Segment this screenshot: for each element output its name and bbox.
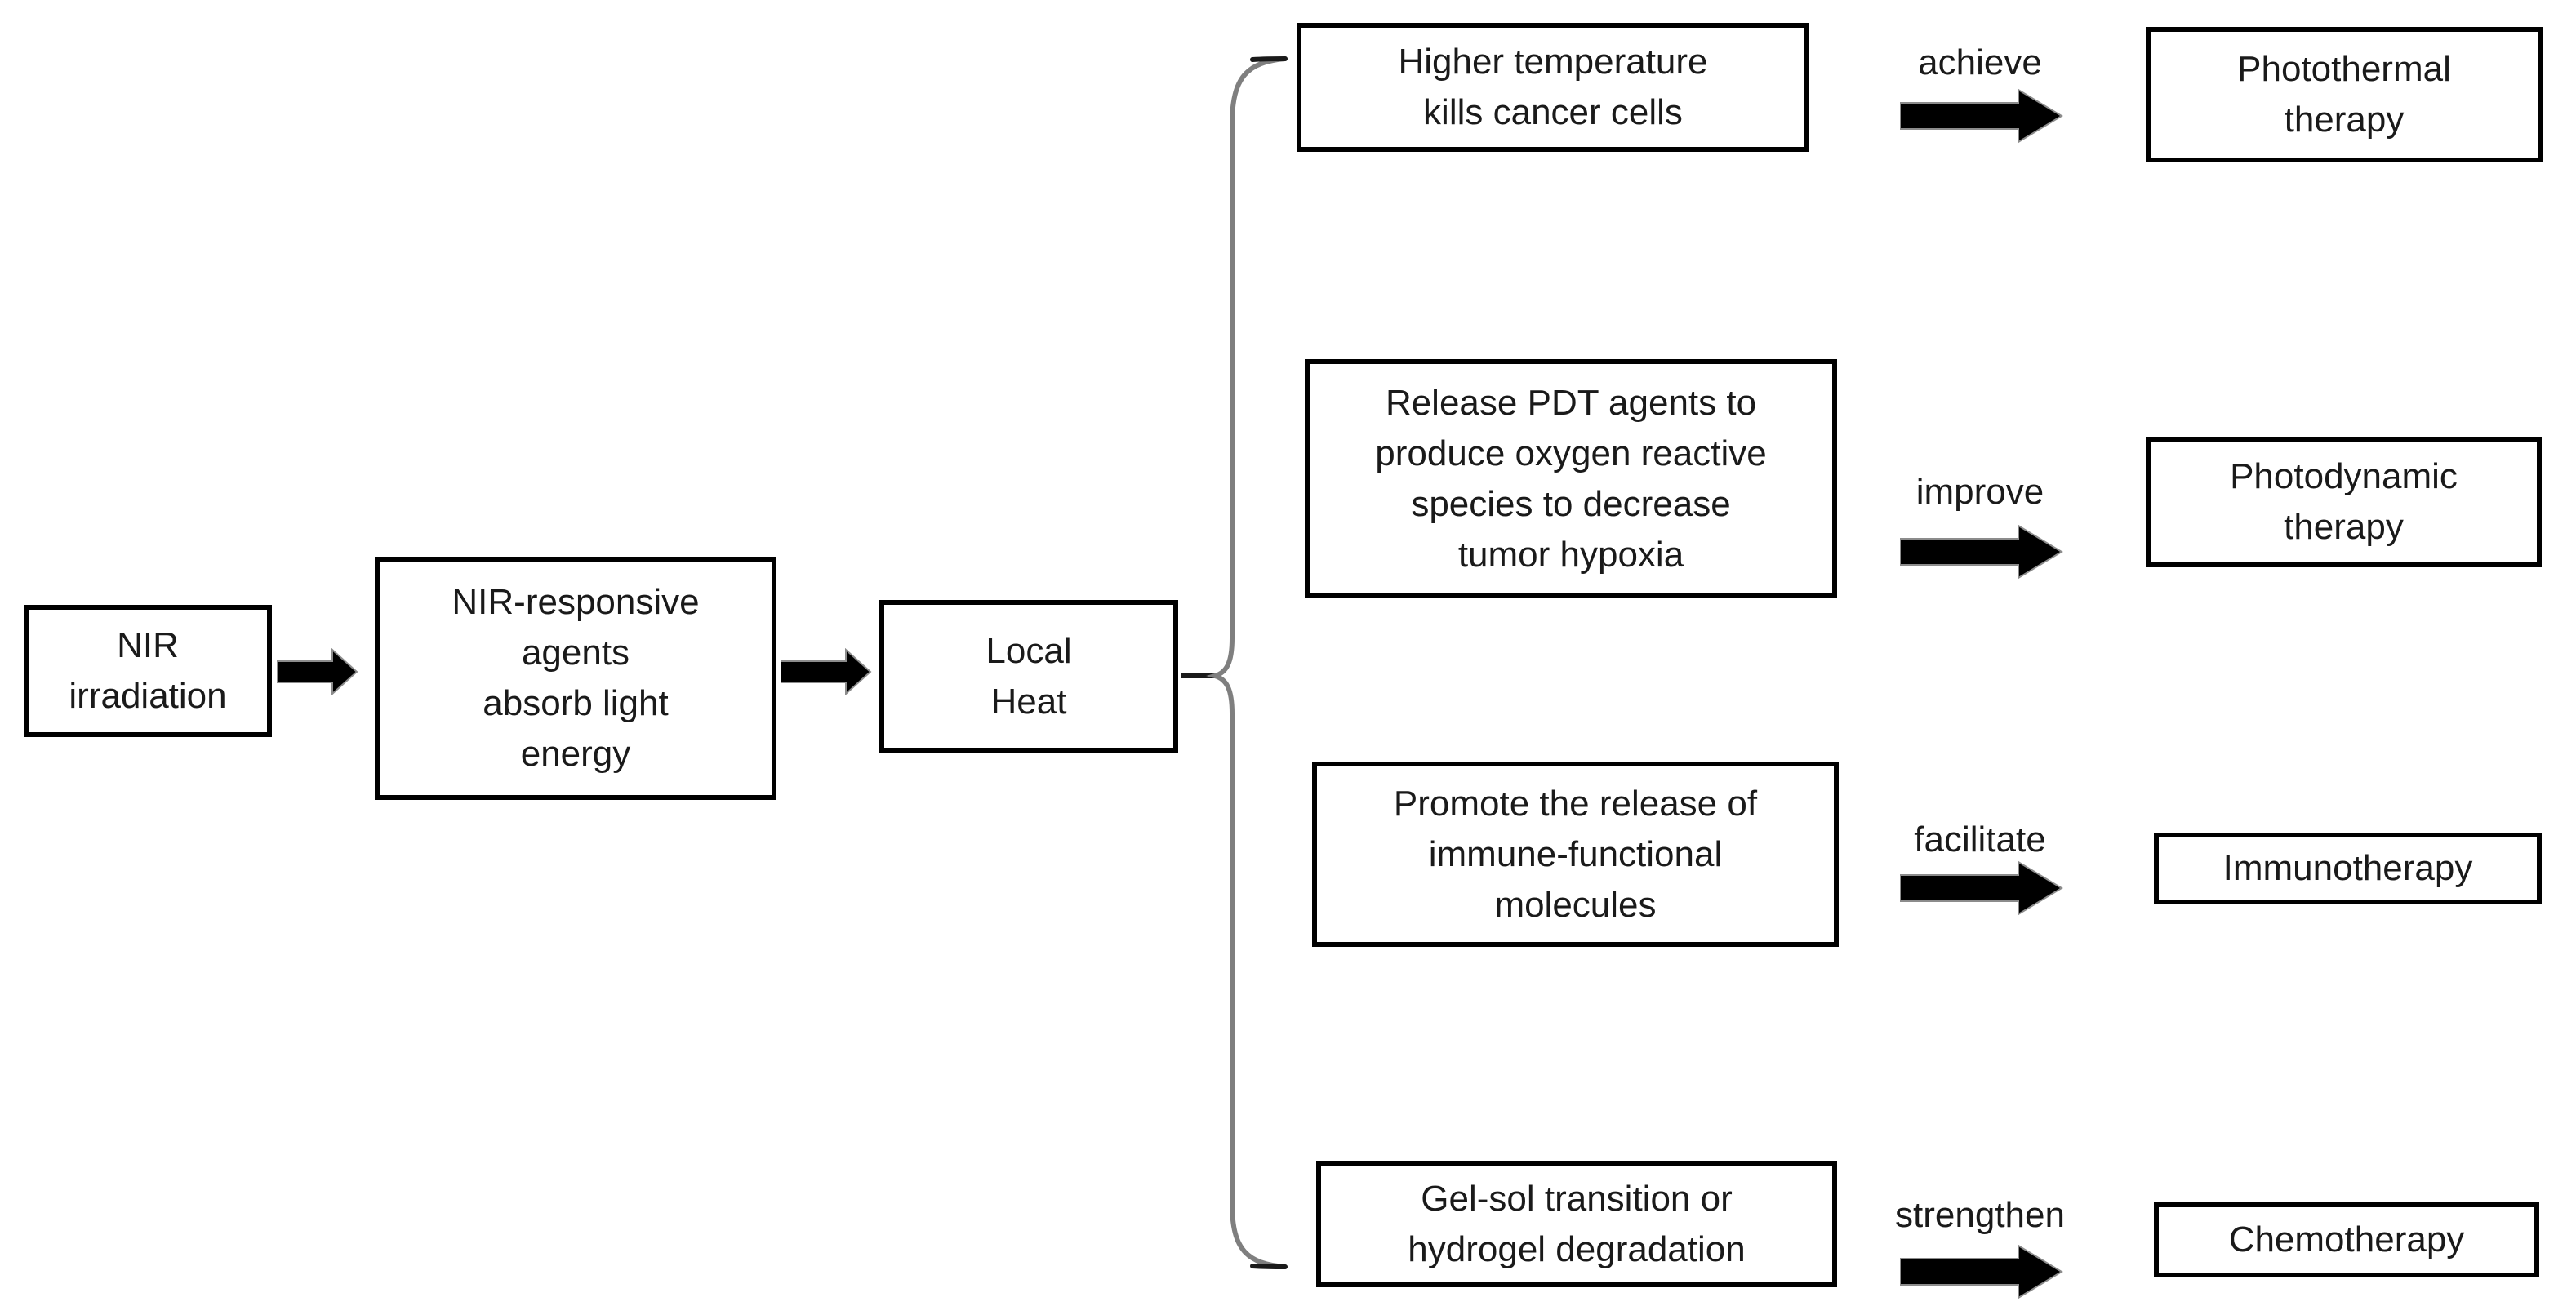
mechanism-box-immunotherapy: Promote the release of immune-functional… xyxy=(1312,762,1839,947)
therapy-box-photodynamic: Photodynamic therapy xyxy=(2146,437,2542,567)
right-arrow-icon xyxy=(1900,860,2063,916)
local-heat-box: Local Heat xyxy=(879,600,1178,753)
nir-responsive-agents-box: NIR-responsive agents absorb light energ… xyxy=(375,557,776,800)
verb-label-strengthen: strengthen xyxy=(1895,1195,2065,1235)
right-arrow-icon xyxy=(1900,524,2063,580)
right-arrow-icon xyxy=(277,648,358,695)
nir-irradiation-box: NIR irradiation xyxy=(24,605,272,737)
mechanism-box-chemotherapy: Gel-sol transition or hydrogel degradati… xyxy=(1316,1161,1837,1287)
verb-label-achieve: achieve xyxy=(1918,42,2042,82)
verb-label-improve: improve xyxy=(1915,472,2044,512)
therapy-box-immunotherapy: Immunotherapy xyxy=(2154,833,2542,904)
right-arrow-icon xyxy=(1900,1244,2063,1299)
therapy-box-photothermal: Photothermal therapy xyxy=(2146,27,2543,162)
right-arrow-icon xyxy=(781,648,872,695)
heat-to-brace-connector xyxy=(1181,673,1220,678)
mechanism-box-photothermal: Higher temperature kills cancer cells xyxy=(1297,23,1809,152)
right-arrow-icon xyxy=(1900,88,2063,144)
verb-label-facilitate: facilitate xyxy=(1914,820,2046,860)
therapy-box-chemotherapy: Chemotherapy xyxy=(2154,1202,2539,1277)
mechanism-box-photodynamic: Release PDT agents to produce oxygen rea… xyxy=(1305,359,1837,598)
